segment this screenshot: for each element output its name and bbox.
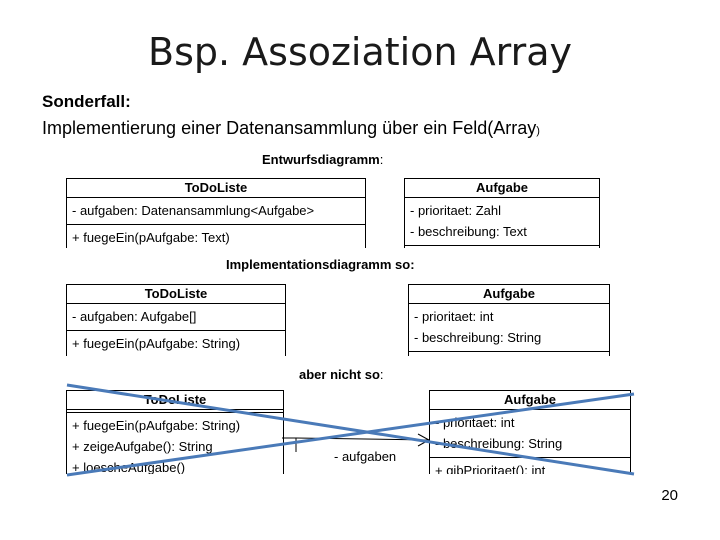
subheading: Sonderfall: [42, 92, 131, 111]
class-name: Aufgabe [409, 285, 609, 304]
impl-todoliste-crop: ToDoListe - aufgaben: Aufgabe[] + fuegeE… [66, 284, 288, 356]
attributes-section: - prioritaet: Zahl - beschreibung: Text [405, 198, 599, 246]
method: + fuegeEin(pAufgabe: String) [72, 336, 241, 351]
attribute: - beschreibung: String [414, 330, 542, 345]
method: + gibPrioritaet(): int [435, 463, 546, 474]
attributes-section: - aufgaben: Aufgabe[] [67, 304, 285, 331]
association-label: - aufgaben [334, 449, 397, 464]
design-caption-suffix: : [379, 152, 384, 167]
impl-aufgabe-class: Aufgabe - prioritaet: int - beschreibung… [408, 284, 610, 356]
attribute: - beschreibung: Text [410, 224, 527, 239]
attribute: - prioritaet: int [414, 309, 494, 324]
class-name: ToDoListe [67, 285, 285, 304]
cross-line-2 [66, 392, 635, 477]
attributes-section: - prioritaet: int - beschreibung: String [409, 304, 609, 352]
class-name: ToDoListe [67, 179, 365, 198]
subtext: Implementierung einer Datenansammlung üb… [42, 118, 540, 139]
impl-aufgabe-crop: Aufgabe - prioritaet: int - beschreibung… [408, 284, 612, 356]
method: + zeigeAufgabe(): String [72, 439, 213, 454]
attribute: - aufgaben: Datenansammlung<Aufgabe> [72, 203, 315, 218]
method: + fuegeEin(pAufgabe: Text) [72, 230, 230, 245]
design-caption-text: Entwurfsdiagramm [262, 152, 380, 167]
design-aufgabe-crop: Aufgabe - prioritaet: Zahl - beschreibun… [404, 178, 602, 248]
design-todoliste-class: ToDoListe - aufgaben: Datenansammlung<Au… [66, 178, 366, 248]
wrong-todoliste-crop: ToDoListe + fuegeEin(pAufgabe: String) +… [66, 390, 288, 474]
page-number: 20 [661, 487, 678, 504]
wrong-todoliste-class: ToDoListe + fuegeEin(pAufgabe: String) +… [66, 390, 284, 474]
attribute: - prioritaet: Zahl [410, 203, 502, 218]
methods-section: + fuegeEin(pAufgabe: String) [67, 331, 285, 356]
subtext-main: Implementierung einer Datenansammlung üb… [42, 118, 537, 138]
slide-title: Bsp. Assoziation Array [148, 30, 572, 74]
cross-line-1 [66, 383, 635, 476]
wrong-aufgabe-crop: Aufgabe - prioritaet: int - beschreibung… [429, 390, 635, 474]
method: + fuegeEin(pAufgabe: String) [72, 418, 241, 433]
design-caption: Entwurfsdiagramm: [262, 152, 383, 167]
methods-section: + fuegeEin(pAufgabe: Text) [67, 225, 365, 248]
class-name: Aufgabe [405, 179, 599, 198]
subtext-paren: ) [536, 125, 540, 137]
impl-todoliste-class: ToDoListe - aufgaben: Aufgabe[] + fuegeE… [66, 284, 286, 356]
wrong-aufgabe-class: Aufgabe - prioritaet: int - beschreibung… [429, 390, 631, 474]
design-todoliste-crop: ToDoListe - aufgaben: Datenansammlung<Au… [66, 178, 368, 248]
association-arrowhead [417, 433, 431, 447]
wrong-caption: aber nicht so: [299, 367, 384, 382]
attributes-section: - aufgaben: Datenansammlung<Aufgabe> [67, 198, 365, 225]
wrong-caption-text: aber nicht so [299, 367, 380, 382]
design-aufgabe-class: Aufgabe - prioritaet: Zahl - beschreibun… [404, 178, 600, 248]
attribute: - aufgaben: Aufgabe[] [72, 309, 197, 324]
impl-caption: Implementationsdiagramm so: [226, 257, 415, 272]
attributes-section [67, 410, 283, 413]
wrong-caption-suffix: : [379, 367, 384, 382]
methods-section: + gibPrioritaet(): int [430, 458, 630, 474]
